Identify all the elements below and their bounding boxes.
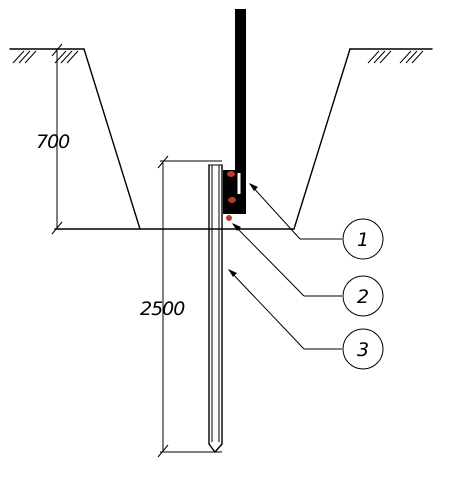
ground-surface-left — [9, 48, 85, 64]
callout-1: 1 — [342, 218, 384, 260]
callout-3-number: 3 — [357, 339, 369, 361]
depth-dimension-label: 700 — [36, 131, 70, 153]
callout-2-number: 2 — [357, 286, 369, 308]
weld-points — [226, 171, 236, 221]
callout-2: 2 — [342, 275, 384, 317]
rod-length-dimension-label: 2500 — [140, 298, 185, 320]
ground-surface-right — [349, 48, 433, 64]
rod-length-dimension: 2500 — [140, 155, 222, 458]
callout-3: 3 — [342, 328, 384, 370]
callout-1-number: 1 — [357, 229, 369, 251]
grounding-strip — [223, 9, 246, 214]
leader-lines — [228, 183, 342, 350]
trench-outline — [54, 48, 351, 230]
grounding-rod — [208, 164, 223, 454]
depth-dimension: 700 — [36, 43, 71, 235]
